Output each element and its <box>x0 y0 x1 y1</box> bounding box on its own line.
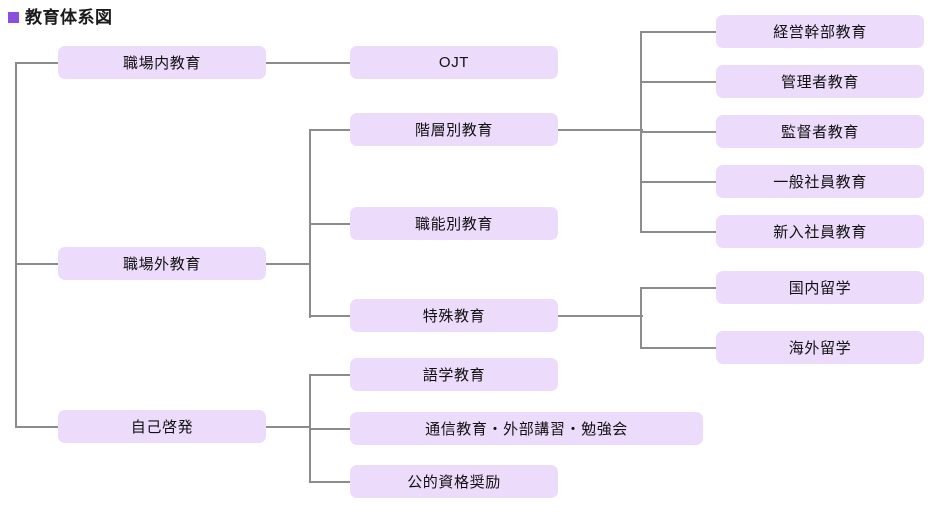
node-label: 国内留学 <box>788 280 852 297</box>
node-l1-0[interactable]: 職場内教育 <box>58 46 266 79</box>
connector-root-to-l1-0 <box>15 62 59 64</box>
node-l3-5[interactable]: 国内留学 <box>716 271 924 304</box>
connector-l2-1-to-l3-0 <box>640 31 717 33</box>
node-l2-5[interactable]: 通信教育・外部講習・勉強会 <box>350 412 703 445</box>
node-l1-2[interactable]: 自己啓発 <box>58 410 266 443</box>
node-label: 職能別教育 <box>414 216 493 233</box>
connector-l1-1-to-l2-3 <box>309 315 351 317</box>
connector-root-trunk <box>15 63 17 428</box>
node-l3-2[interactable]: 監督者教育 <box>716 115 924 148</box>
connector-l2-1-stub <box>558 129 643 131</box>
node-label: 自己啓発 <box>130 419 194 436</box>
node-label: 公的資格奨励 <box>407 474 501 491</box>
connector-l1-1-to-l2-1 <box>309 129 351 131</box>
connector-l1-2-stub <box>266 426 311 428</box>
node-l3-0[interactable]: 経営幹部教育 <box>716 15 924 48</box>
connector-l2-1-to-l3-3 <box>640 181 717 183</box>
node-l2-0[interactable]: OJT <box>350 46 558 79</box>
bullet-square-icon <box>8 11 19 23</box>
connector-l2-1-to-l3-1 <box>640 81 717 83</box>
connector-root-to-l1-1 <box>15 263 59 265</box>
connector-l1-1-stub <box>266 263 311 265</box>
node-label: 特殊教育 <box>422 308 486 325</box>
node-label: 階層別教育 <box>414 122 493 139</box>
connector-l2-3-to-l3-5 <box>640 287 717 289</box>
node-label: 職場外教育 <box>122 256 201 273</box>
node-l2-3[interactable]: 特殊教育 <box>350 299 558 332</box>
page-title: 教育体系図 <box>8 6 113 28</box>
connector-l2-3-trunk <box>640 288 642 349</box>
node-l3-1[interactable]: 管理者教育 <box>716 65 924 98</box>
connector-l1-0-to-ojt <box>266 62 350 64</box>
node-label: 経営幹部教育 <box>773 24 867 41</box>
node-l2-2[interactable]: 職能別教育 <box>350 207 558 240</box>
connector-l2-3-to-l3-6 <box>640 347 717 349</box>
node-l2-6[interactable]: 公的資格奨励 <box>350 465 558 498</box>
connector-l1-2-to-l2-6 <box>309 481 351 483</box>
node-label: 新入社員教育 <box>773 224 867 241</box>
connector-l2-1-to-l3-4 <box>640 231 717 233</box>
connector-l1-2-to-l2-4 <box>309 374 351 376</box>
node-l2-1[interactable]: 階層別教育 <box>350 113 558 146</box>
page-title-label: 教育体系図 <box>25 7 113 27</box>
node-label: 語学教育 <box>422 367 486 384</box>
node-label: 管理者教育 <box>780 74 859 91</box>
node-l2-4[interactable]: 語学教育 <box>350 358 558 391</box>
node-l3-4[interactable]: 新入社員教育 <box>716 215 924 248</box>
node-label: 監督者教育 <box>780 124 859 141</box>
node-label: 海外留学 <box>788 340 852 357</box>
node-label: 通信教育・外部講習・勉強会 <box>425 421 628 438</box>
node-l3-3[interactable]: 一般社員教育 <box>716 165 924 198</box>
node-l3-6[interactable]: 海外留学 <box>716 331 924 364</box>
node-label: 一般社員教育 <box>773 174 867 191</box>
node-l1-1[interactable]: 職場外教育 <box>58 247 266 280</box>
node-label: OJT <box>438 54 470 71</box>
connector-l1-1-to-l2-2 <box>309 223 351 225</box>
connector-root-to-l1-2 <box>15 426 59 428</box>
connector-l1-2-to-l2-5 <box>309 428 351 430</box>
connector-l2-3-stub <box>558 315 643 317</box>
connector-l2-1-to-l3-2 <box>640 131 717 133</box>
node-label: 職場内教育 <box>122 55 201 72</box>
